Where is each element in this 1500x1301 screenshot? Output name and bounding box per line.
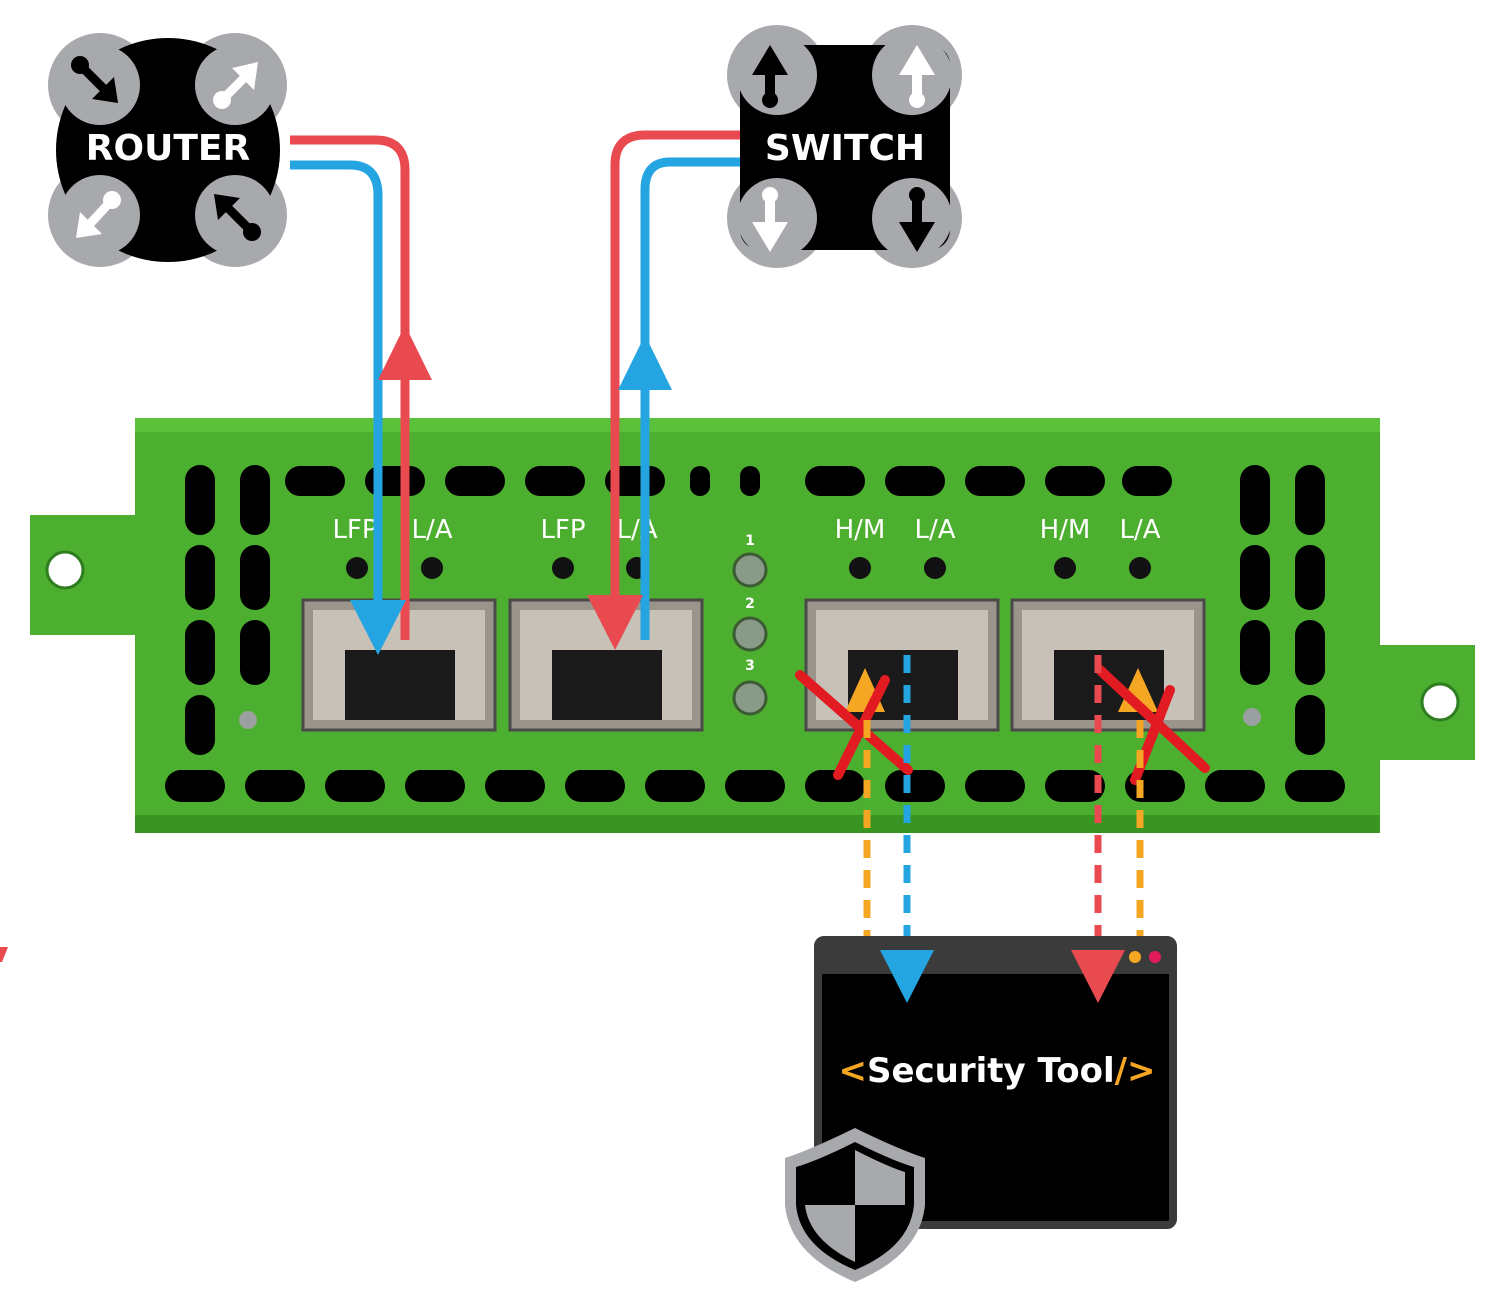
port-1-label-right: L/A [411, 515, 452, 545]
led-1-number: 1 [745, 533, 755, 549]
tool-red-arrow [1071, 950, 1125, 1003]
router-icon [48, 33, 287, 267]
led-3 [732, 680, 768, 716]
tool-label-prefix: < [838, 1051, 867, 1091]
port-2-label-right: L/A [616, 515, 657, 545]
port-3-label-left: H/M [835, 515, 886, 545]
tool-label: <Security Tool/> [838, 1051, 1155, 1091]
router-red-arrow [378, 325, 432, 380]
stray-red-mark [0, 947, 8, 962]
network-tap-device: LFP L/A LFP L/A H/M L/A H/M L/A [30, 418, 1475, 833]
rj45-port-2 [508, 598, 704, 732]
monitor-lines [863, 655, 1144, 955]
port-2-label-left: LFP [540, 515, 585, 545]
port-label-4: H/M L/A [1040, 515, 1161, 545]
port-3-label-right: L/A [914, 515, 955, 545]
router-connection [290, 135, 410, 640]
led-group: 1 2 3 [732, 533, 768, 716]
security-tool-node: <Security Tool/> [785, 936, 1177, 1282]
switch-blue-arrow [618, 335, 672, 390]
router-blue-arrow [350, 600, 406, 655]
router-node: ROUTER [48, 33, 287, 267]
switch-icon [727, 25, 962, 268]
led-2-number: 2 [745, 596, 755, 612]
port-4-label-left: H/M [1040, 515, 1091, 545]
port-3-x-mark [795, 670, 913, 780]
port-4-label-right: L/A [1119, 515, 1160, 545]
led-1 [732, 552, 768, 588]
switch-label: SWITCH [765, 128, 925, 169]
port-label-1: LFP L/A [332, 515, 452, 545]
tool-label-name: Security Tool [867, 1051, 1115, 1091]
rj45-port-1 [301, 598, 497, 732]
tool-blue-arrow [880, 950, 934, 1003]
port-1-label-left: LFP [332, 515, 377, 545]
led-2 [732, 616, 768, 652]
port-label-2: LFP L/A [540, 515, 657, 545]
port-label-3: H/M L/A [835, 515, 956, 545]
led-3-number: 3 [745, 658, 755, 674]
switch-red-arrow [587, 595, 643, 650]
shield-icon [785, 1128, 925, 1282]
tool-label-suffix: /> [1115, 1051, 1156, 1091]
rj45-port-4 [1010, 598, 1206, 732]
router-label: ROUTER [86, 128, 250, 169]
switch-connection [610, 130, 740, 640]
switch-node: SWITCH [727, 25, 962, 268]
